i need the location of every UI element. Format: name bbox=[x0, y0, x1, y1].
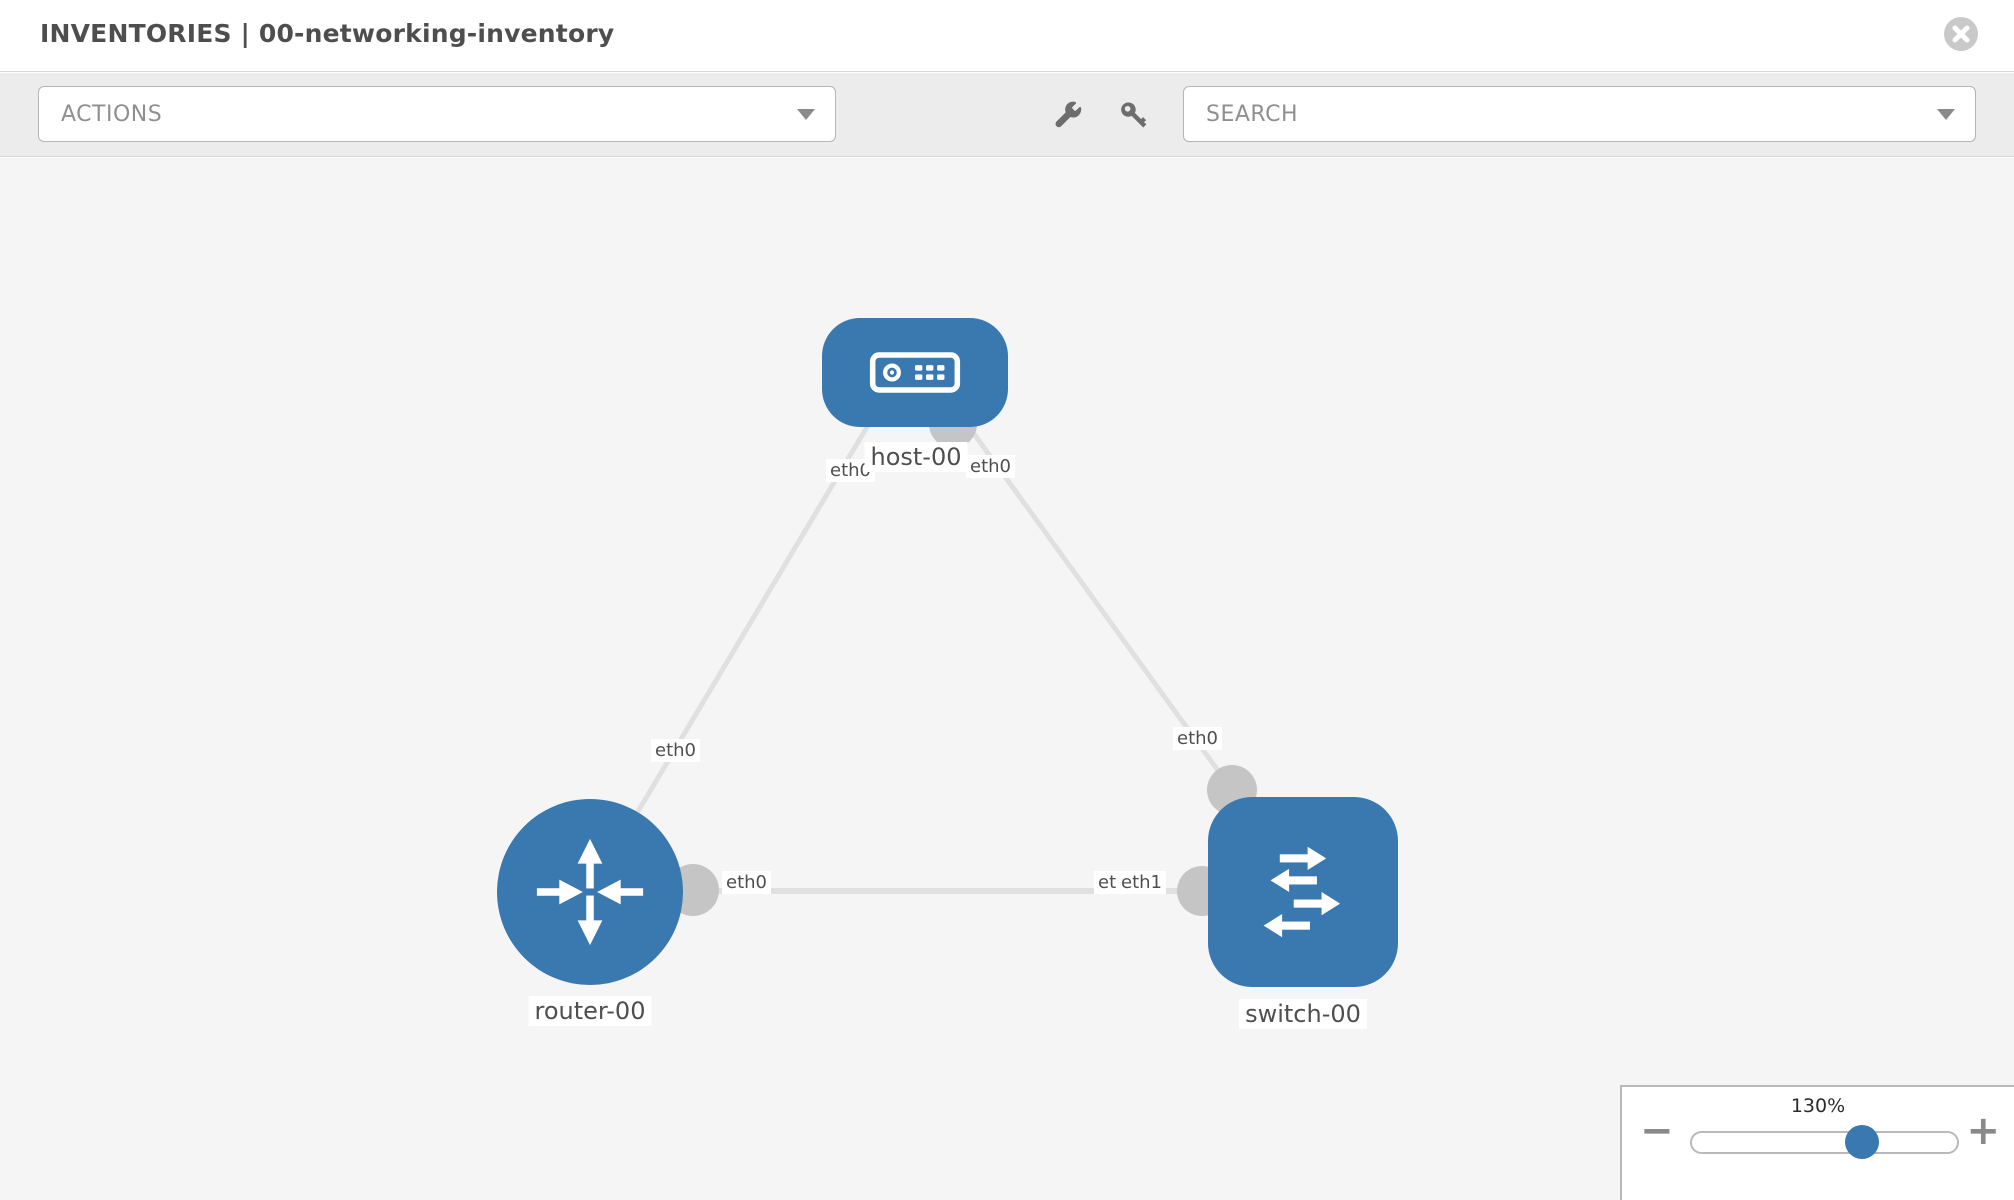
node-router-00[interactable] bbox=[497, 799, 683, 985]
close-icon bbox=[1952, 25, 1970, 43]
actions-dropdown-label: ACTIONS bbox=[61, 101, 163, 127]
toolbar: ACTIONS SEARCH bbox=[0, 73, 2014, 157]
key-icon bbox=[1121, 102, 1147, 128]
topology-links-layer bbox=[587, 378, 1303, 916]
zoom-level: 130% bbox=[1790, 1095, 1846, 1117]
header: INVENTORIES | 00-networking-inventory bbox=[0, 0, 2014, 72]
node-label-router: router-00 bbox=[528, 996, 652, 1026]
port-label-eth0: eth0 bbox=[966, 455, 1015, 478]
router-icon bbox=[536, 838, 644, 946]
node-label-host: host-00 bbox=[864, 442, 968, 472]
zoom-slider-track[interactable] bbox=[1690, 1125, 1959, 1159]
key-button[interactable] bbox=[1113, 94, 1157, 138]
node-host-00[interactable] bbox=[822, 318, 1008, 427]
topology-canvas[interactable]: host-00 router-00 switch-00 eth0 eth0 et… bbox=[0, 158, 2014, 1200]
wrench-icon bbox=[1055, 101, 1082, 128]
zoom-panel: 130% − + bbox=[1620, 1085, 2014, 1200]
switch-icon bbox=[1263, 846, 1341, 938]
port-label-eth0: eth0 bbox=[722, 871, 771, 894]
search-placeholder: SEARCH bbox=[1206, 101, 1299, 127]
close-button[interactable] bbox=[1944, 17, 1978, 51]
wrench-button[interactable] bbox=[1045, 94, 1089, 138]
zoom-slider-thumb[interactable] bbox=[1845, 1125, 1879, 1159]
actions-dropdown[interactable]: ACTIONS bbox=[38, 86, 836, 142]
page-title: INVENTORIES | 00-networking-inventory bbox=[40, 19, 615, 48]
port-label-eth1: eth1 bbox=[1117, 871, 1166, 894]
node-label-switch: switch-00 bbox=[1239, 999, 1367, 1029]
port-label-eth0: eth0 bbox=[651, 739, 700, 762]
zoom-in-button[interactable]: + bbox=[1966, 1108, 2000, 1154]
node-switch-00[interactable] bbox=[1208, 797, 1398, 987]
zoom-out-button[interactable]: − bbox=[1640, 1108, 1674, 1154]
host-icon bbox=[869, 352, 961, 393]
chevron-down-icon bbox=[797, 109, 815, 120]
chevron-down-icon bbox=[1937, 109, 1955, 120]
port-label-eth0: eth0 bbox=[1173, 727, 1222, 750]
search-dropdown[interactable]: SEARCH bbox=[1183, 86, 1976, 142]
